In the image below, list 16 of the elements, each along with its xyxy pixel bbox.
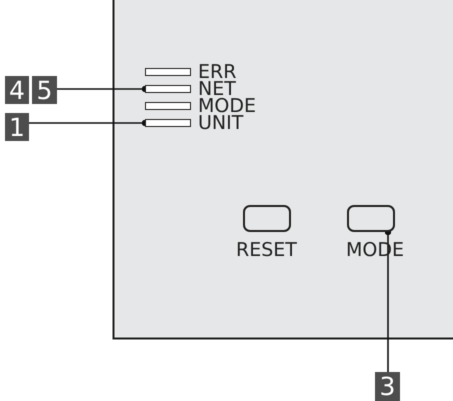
leader-line	[384, 228, 392, 372]
part-label: RESET	[236, 241, 297, 260]
indicator-lamp	[145, 85, 191, 93]
part-label: MODE	[198, 97, 256, 116]
indicator-lamp	[145, 119, 191, 127]
push-button	[347, 205, 395, 232]
callout-number: 1	[5, 113, 29, 141]
part-label: UNIT	[198, 114, 244, 133]
callout-number: 4	[5, 76, 29, 104]
part-label: ERR	[198, 63, 236, 82]
part-label: NET	[198, 80, 236, 99]
push-button	[243, 205, 291, 232]
callout-number: 5	[32, 76, 57, 104]
indicator-lamp	[145, 102, 191, 110]
indicator-lamp	[145, 68, 191, 76]
callout-number: 3	[375, 372, 400, 401]
